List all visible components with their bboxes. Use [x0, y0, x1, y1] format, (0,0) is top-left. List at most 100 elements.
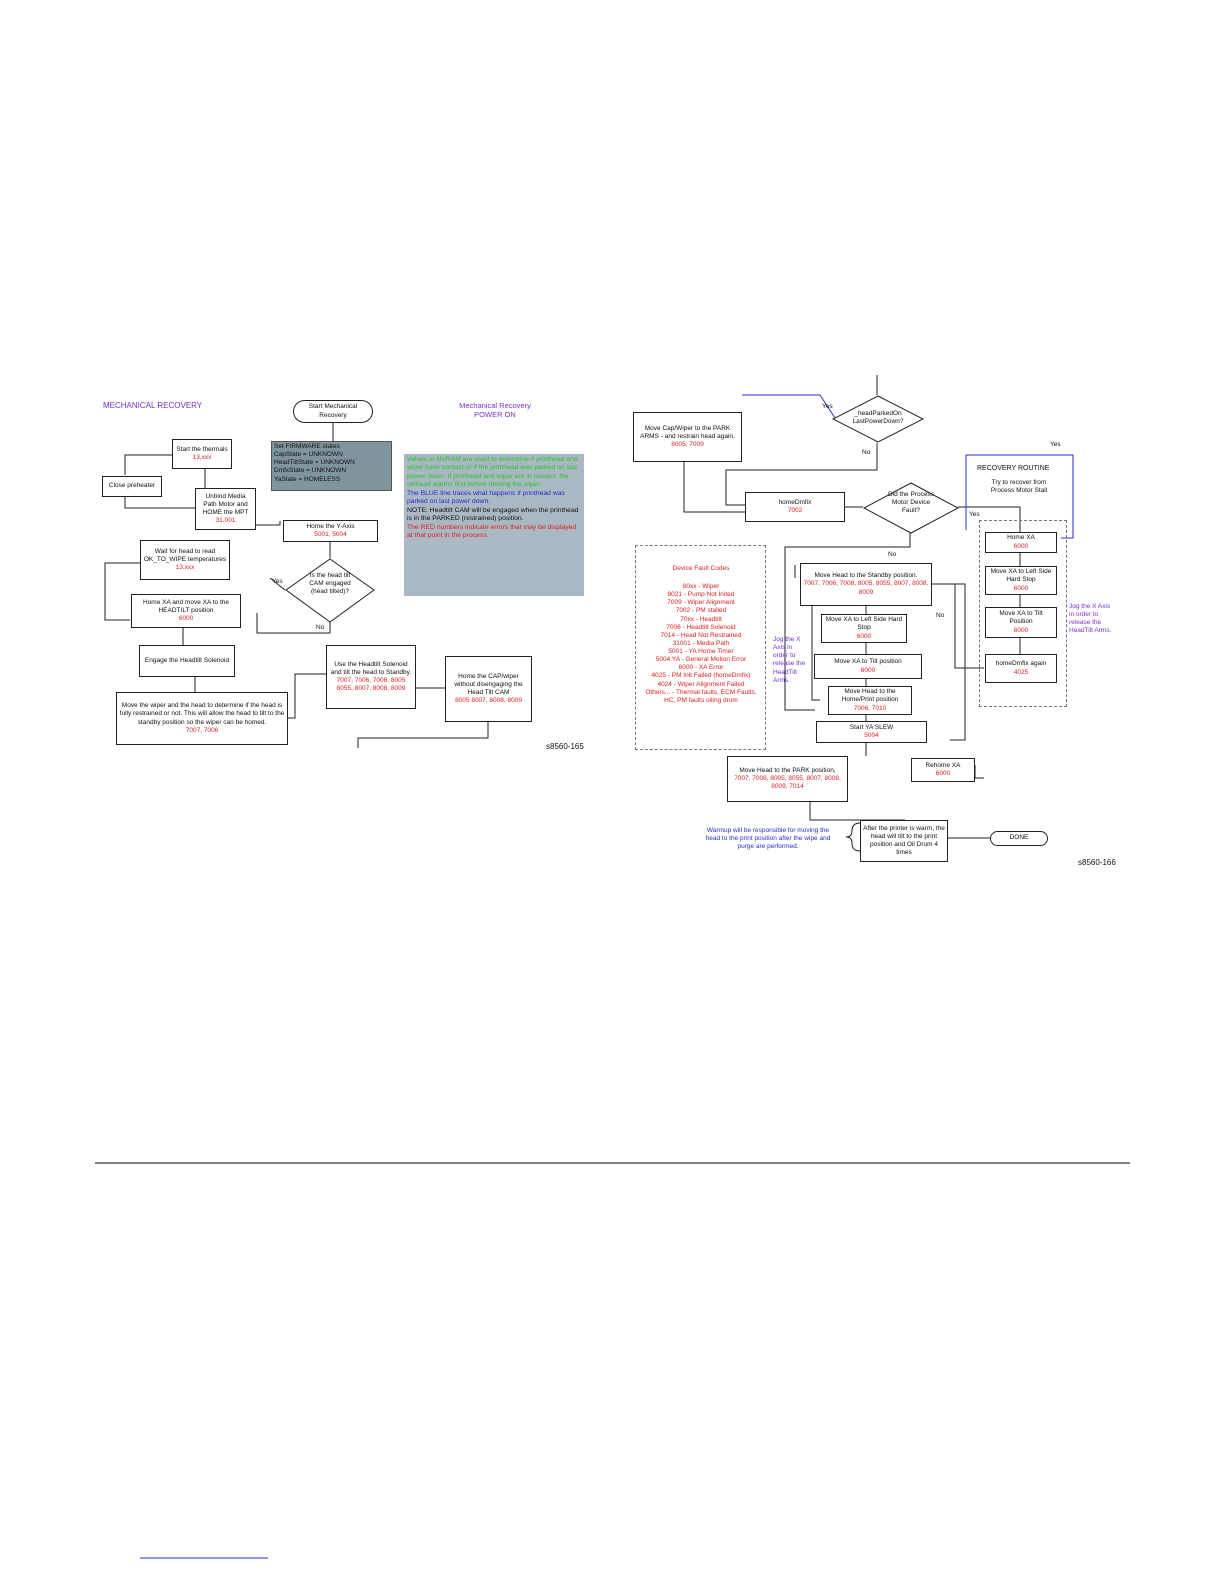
parked-no-label: No — [862, 449, 871, 456]
move-home-print-code: 7006, 7010 — [853, 704, 887, 712]
fault-code-item: 4024 - Wiper Alignment Failed — [657, 680, 745, 688]
parked-yes-label: Yes — [822, 403, 833, 410]
recovery-title: RECOVERY ROUTINE — [977, 465, 1050, 472]
move-left-stop-box: Move XA to Left Side Hard Stop 6000 — [821, 614, 907, 643]
warmup-note: Warmup will be responsible for moving th… — [705, 827, 831, 851]
notes-red: The RED numbers indicate errors that may… — [407, 523, 577, 540]
rec-left-stop-label: Move XA to Left Side Hard Stop — [990, 568, 1052, 584]
move-standby-code: 7007, 7006, 7008, 8005, 8055, 8007, 8008… — [803, 580, 929, 596]
start-thermals-code: 13,xxx — [192, 454, 212, 461]
home-xa-box: Home XA and move XA to the HEADTILT posi… — [131, 594, 241, 628]
unbind-mpt-box: Unbind Media Path Motor and HOME the MPT… — [195, 488, 256, 530]
wait-head-box: Wait for head to read OK_TO_WIPE tempera… — [140, 540, 230, 580]
homedmfx-label: homeDmfix — [778, 498, 812, 506]
jog-note: Jog the X Axis in order to release the H… — [773, 636, 806, 684]
homedmfx-box: homeDmfix 7002 — [745, 492, 845, 522]
move-tilt-label: Move XA to Tilt position — [834, 658, 902, 666]
move-park-box: Move Head to the PARK position, 7007, 70… — [727, 756, 848, 802]
firmware-line: CapState = UNKNOWN — [274, 451, 343, 459]
fault-code-item: 4025 - PM Init Failed (homeDmfix) — [651, 672, 751, 680]
cam-decision-diamond — [285, 558, 375, 623]
firmware-line: Set FIRMWARE states — [274, 443, 340, 450]
move-park-code: 7007, 7008, 8005, 8055, 8007, 8008, 8009… — [734, 774, 841, 791]
start-label: Start Mechanical Recovery — [308, 403, 358, 419]
move-standby-box: Move Head to the Standby position. 7007,… — [800, 563, 932, 606]
home-y-label: Home the Y-Axis — [306, 522, 355, 530]
fault-no-label: No — [888, 551, 897, 558]
after-warm-label: After the printer is warm, the head will… — [863, 824, 945, 857]
cam-yes-label: Yes — [272, 578, 283, 585]
start-terminal: Start Mechanical Recovery — [293, 400, 373, 423]
move-left-stop-label: Move XA to Left Side Hard Stop — [825, 616, 903, 632]
left-subtitle: Mechanical Recovery POWER ON — [450, 401, 540, 420]
firmware-line: DmfxState = UNKNOWN — [274, 467, 347, 475]
left-title: MECHANICAL RECOVERY — [103, 401, 203, 410]
rehome-label: Rehome XA — [925, 761, 961, 769]
jog-note-2: Jog the X Axis in order to release the H… — [1069, 603, 1112, 635]
move-home-print-box: Move Head to the Home/Print position 700… — [828, 686, 912, 715]
rec-tilt-box: Move XA to Tilt Position 6000 — [985, 607, 1057, 638]
fault-code-item: 6000 - XA Error — [678, 664, 724, 672]
homedmfx-again-box: homeDmfix again 4025 — [985, 654, 1057, 683]
notes-green: Values in NVRAM are used to determine if… — [407, 456, 578, 489]
rehome-code: 6000 — [935, 770, 951, 777]
recovery-routine-panel — [979, 520, 1067, 707]
close-preheater-box: Close preheater — [102, 476, 162, 497]
notes-note: NOTE: Headtilt CAM will be engaged when … — [407, 506, 579, 523]
home-y-code: 5001, 5004 — [314, 531, 347, 538]
fault-code-item: 7002 - PM stalled — [675, 607, 727, 615]
after-warm-box: After the printer is warm, the head will… — [860, 820, 948, 862]
fault-code-item: 5001 - YA Home Timer — [668, 648, 734, 655]
home-cap-code: 8005 8007, 8008, 8009 — [455, 697, 522, 705]
done-label: DONE — [1009, 834, 1029, 842]
recovery-subtitle: Try to recover from Process Motor Stall — [990, 479, 1048, 495]
fault-code-item: 70xx - Headtilt — [680, 615, 722, 623]
rec-home-xa-box: Home XA 6000 — [985, 532, 1057, 553]
engage-solenoid-box: Engage the Headtilt Solenoid — [139, 645, 235, 677]
fault-code-item: 7014 - Head Not Restrained — [660, 631, 742, 639]
move-home-print-label: Move Head to the Home/Print position — [841, 688, 899, 704]
cam-no-label: No — [316, 624, 325, 631]
use-headtilt-label: Use the Headtilt Solenoid and tilt the h… — [330, 660, 412, 676]
rec-home-xa-label: Home XA — [1007, 534, 1035, 542]
right-figure-id: s8560-166 — [1078, 858, 1116, 867]
fault-code-item: Others... - Thermal faults, ECM Faults, … — [645, 688, 757, 704]
left-subtitle-line2: POWER ON — [474, 410, 516, 420]
move-cap-park-box: Move Cap/Wiper to the PARK ARMS - and re… — [633, 412, 742, 462]
parked-decision-label: _headParkedOn LastPowerDown? — [852, 410, 904, 426]
use-headtilt-box: Use the Headtilt Solenoid and tilt the h… — [326, 645, 416, 709]
move-wiper-label: Move the wiper and the head to determine… — [119, 702, 285, 726]
cam-decision-label: Is the head tilt CAM engaged (head tilte… — [309, 572, 351, 596]
homedmfx-again-label: homeDmfix again — [995, 660, 1047, 668]
unbind-code: 31.001 — [215, 517, 236, 525]
home-xa-label: Home XA and move XA to the HEADTILT posi… — [143, 598, 229, 614]
engage-label: Engage the Headtilt Solenoid — [144, 656, 230, 664]
start-thermals-box: Start the thermals 13,xxx — [172, 439, 232, 469]
close-preheater-label: Close preheater — [108, 482, 156, 490]
start-thermals-label: Start the thermals — [176, 445, 228, 453]
rec-tilt-label: Move XA to Tilt Position — [999, 610, 1043, 626]
rec-left-stop-code: 6000 — [1013, 584, 1029, 592]
recovery-yes-label: Yes — [1050, 441, 1061, 448]
firmware-line: YaState = HOMELESS — [274, 475, 341, 483]
move-park-label: Move Head to the PARK position, — [739, 766, 836, 774]
fault-code-item: 31001 - Media Path — [672, 639, 730, 647]
home-cap-box: Home the CAP/wiper without disengaging t… — [445, 656, 532, 722]
fault-decision-label: Did the Process Motor Device Fault? — [888, 491, 934, 515]
fault-code-item: 7009 - Wiper Alignment — [667, 599, 735, 607]
left-subtitle-line1: Mechanical Recovery — [459, 401, 531, 410]
homedmfx-code: 7002 — [787, 507, 803, 514]
firmware-states-box: Set FIRMWARE states CapState = UNKNOWN H… — [271, 441, 392, 491]
notes-blue: The BLUE line traces what happens if pri… — [407, 489, 565, 506]
move-cap-label: Move Cap/Wiper to the PARK ARMS - and re… — [640, 424, 735, 440]
home-y-axis-box: Home the Y-Axis 5001, 5004 — [283, 520, 378, 542]
home-cap-label: Home the CAP/wiper without disengaging t… — [454, 672, 523, 696]
wait-head-label: Wait for head to read OK_TO_WIPE tempera… — [143, 547, 227, 563]
homedmfx-again-code: 4025 — [1013, 668, 1029, 676]
use-headtilt-code: 7007, 7006, 7008, 8005 8055, 8007, 8008,… — [336, 677, 406, 693]
firmware-line: HeadTiltState = UNKNOWN — [274, 459, 355, 467]
wait-head-code: 13.xxx — [175, 564, 195, 572]
start-slew-code: 5004 — [864, 732, 879, 739]
